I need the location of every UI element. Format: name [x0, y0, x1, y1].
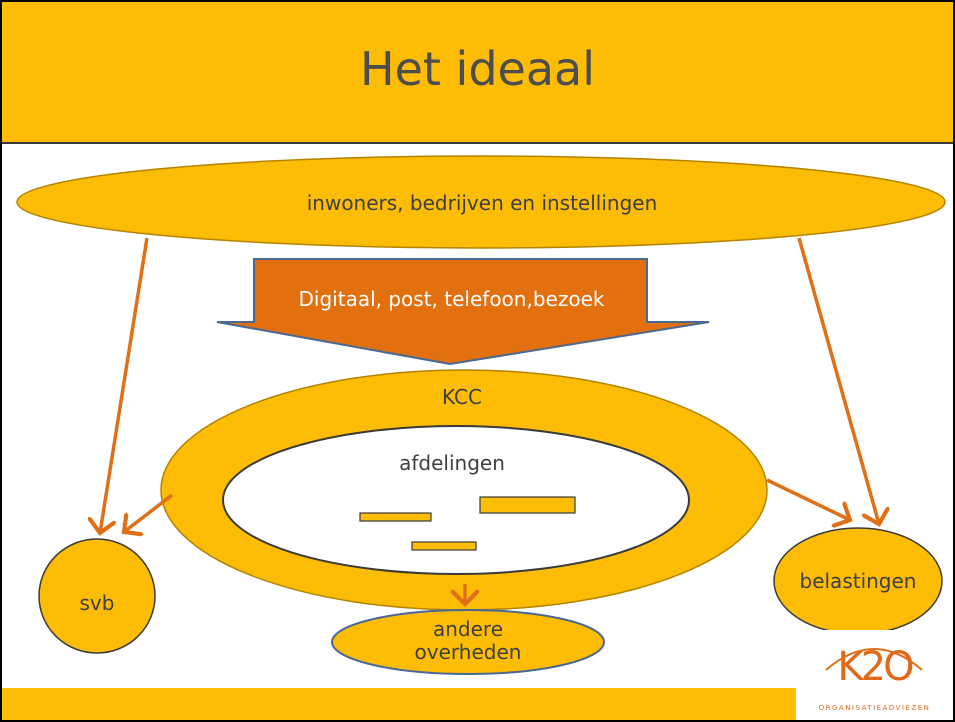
department-bar: [479, 496, 576, 514]
footer-band: [2, 688, 953, 720]
arrow-kcc-to-svb: [124, 493, 174, 532]
arrow-public-to-belastingen: [797, 237, 879, 524]
logo-tagline: ORGANISATIEADVIEZEN: [818, 704, 931, 712]
andere-overheden-label: andere overheden: [414, 617, 522, 664]
belastingen-label: belastingen: [799, 569, 917, 593]
logo-mark: K2O: [837, 644, 914, 690]
channels-arrow: [216, 258, 710, 366]
departments-ellipse: [222, 425, 690, 575]
department-bar: [359, 512, 432, 522]
andere-overheden-ellipse: [331, 609, 605, 675]
logo-arc: [825, 648, 923, 671]
svb-ellipse: [38, 538, 156, 654]
public-label: inwoners, bedrijven en instellingen: [306, 191, 658, 215]
public-ellipse: [16, 155, 946, 249]
arrow-kcc-to-belastingen: [766, 478, 850, 520]
arrow-public-to-svb: [100, 237, 149, 533]
department-bar: [411, 541, 477, 551]
channels-label: Digitaal, post, telefoon,bezoek: [298, 287, 605, 311]
departments-label: afdelingen: [399, 451, 505, 475]
slide-title: Het ideaal: [360, 42, 595, 96]
k2o-logo: K2O ORGANISATIEADVIEZEN: [796, 630, 953, 720]
kcc-label: KCC: [442, 385, 482, 409]
header-band: [2, 2, 953, 144]
svb-label: svb: [79, 591, 115, 615]
